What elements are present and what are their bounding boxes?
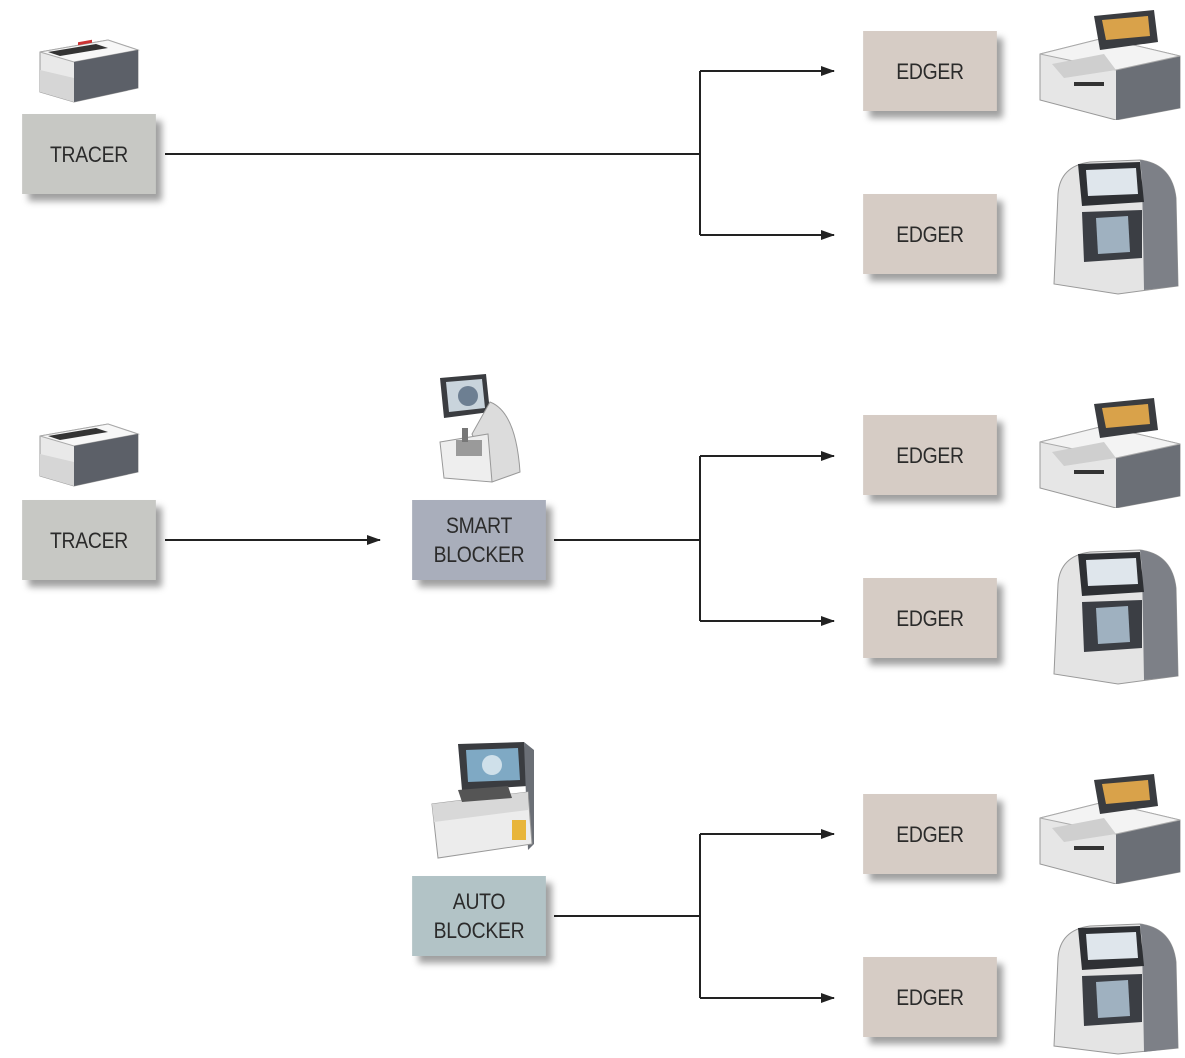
tower-edger-icon <box>1053 923 1179 1055</box>
edger-label: EDGER <box>896 605 964 631</box>
smart-blocker-label-line-1: SMART <box>445 513 513 538</box>
tower-edger-icon <box>1053 549 1179 685</box>
tracer-machine-icon <box>39 39 140 103</box>
tracer-machine-icon <box>39 423 140 487</box>
tracer-label: TRACER <box>49 141 129 167</box>
tower-edger-icon <box>1053 159 1179 295</box>
auto-blocker-label-line-2: BLOCKER <box>433 918 525 943</box>
compact-edger-icon <box>1039 398 1181 508</box>
auto-blocker-icon <box>431 742 534 859</box>
edger-label: EDGER <box>896 58 964 84</box>
edger-box: EDGER <box>863 957 997 1037</box>
smart-blocker-icon <box>439 374 521 483</box>
edger-label: EDGER <box>896 984 964 1010</box>
edger-label: EDGER <box>896 221 964 247</box>
edger-label: EDGER <box>896 821 964 847</box>
tracer-label: TRACER <box>49 527 129 553</box>
compact-edger-icon <box>1039 10 1181 120</box>
smart-blocker-box: SMART BLOCKER <box>412 500 546 580</box>
edger-box: EDGER <box>863 31 997 111</box>
edger-label: EDGER <box>896 442 964 468</box>
smart-blocker-label-line-2: BLOCKER <box>433 542 525 567</box>
edger-box: EDGER <box>863 794 997 874</box>
tracer-box: TRACER <box>22 114 156 194</box>
auto-blocker-box: AUTO BLOCKER <box>412 876 546 956</box>
compact-edger-icon <box>1039 774 1181 884</box>
edger-box: EDGER <box>863 415 997 495</box>
edger-box: EDGER <box>863 194 997 274</box>
edger-box: EDGER <box>863 578 997 658</box>
auto-blocker-label-line-1: AUTO <box>452 889 506 914</box>
tracer-box: TRACER <box>22 500 156 580</box>
